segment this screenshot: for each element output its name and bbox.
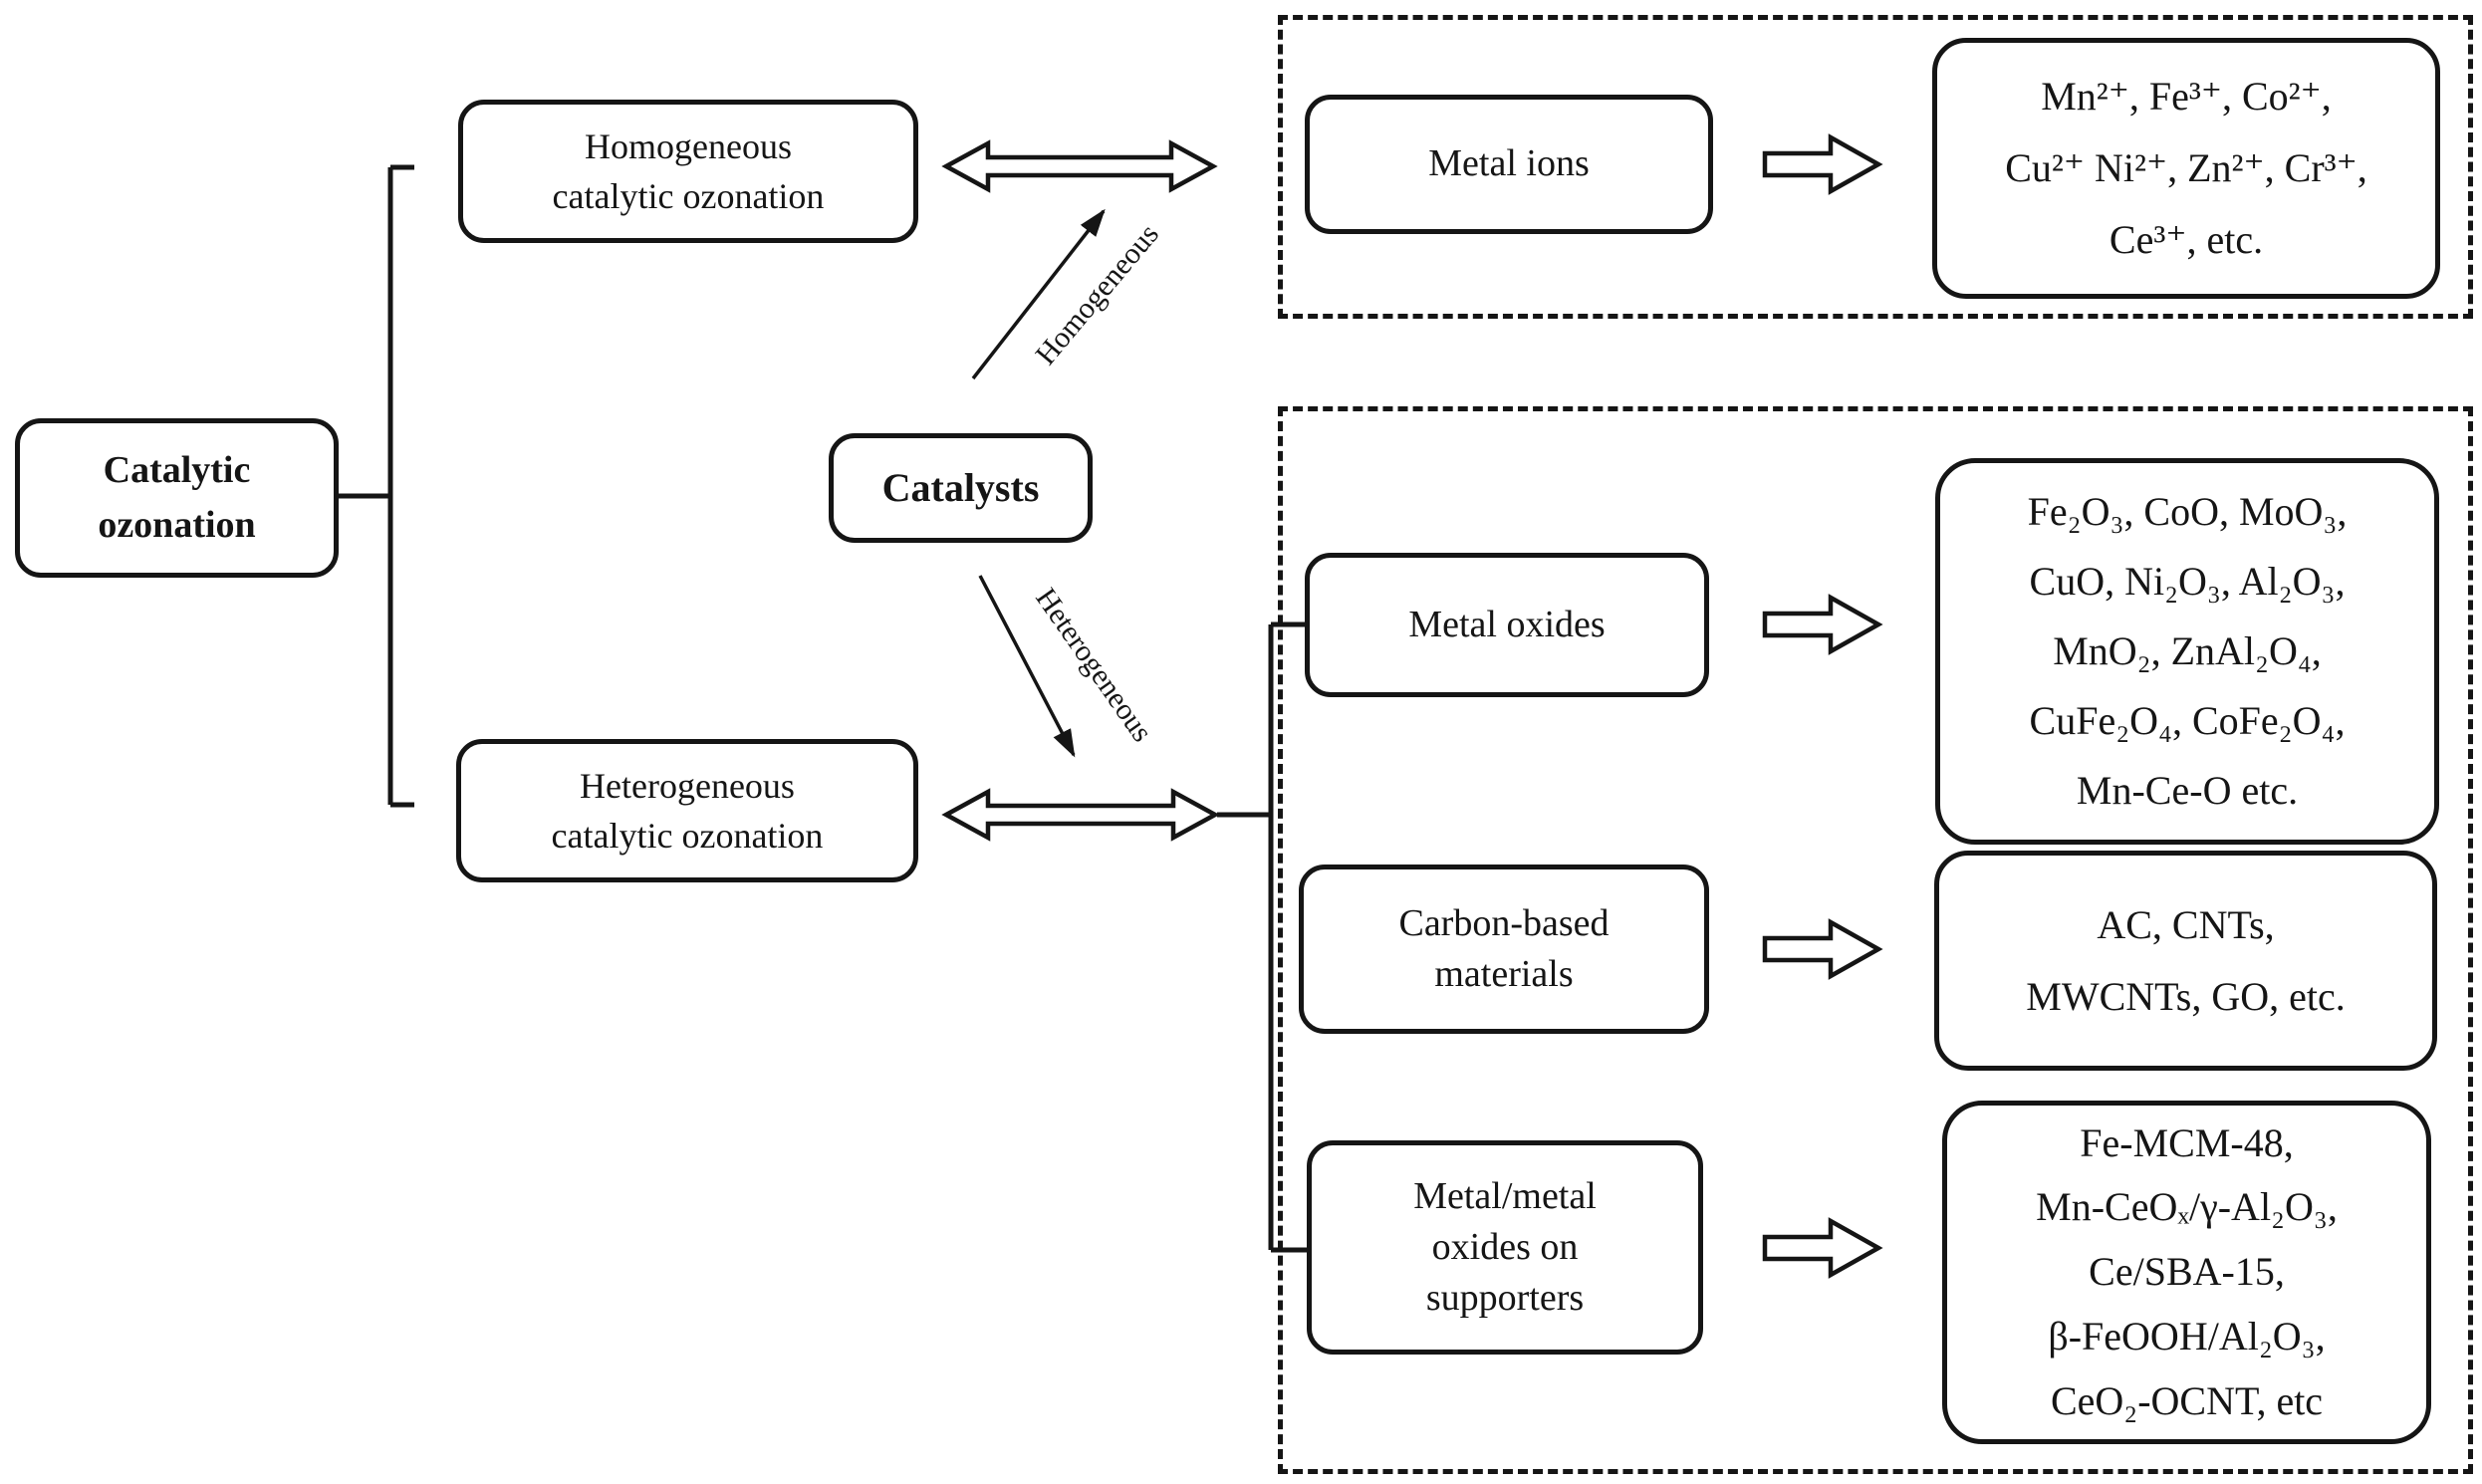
metal-oxides-examples-line2: CuO, Ni₂O₃, Al₂O₃, <box>2029 559 2346 604</box>
node-metal-oxides: Metal oxides <box>1305 553 1709 697</box>
block-arrow-metal-oxides <box>1762 594 1883 655</box>
group-homogeneous-catalysts <box>1278 15 2473 319</box>
supported-examples-line5: CeO₂-OCNT, etc <box>2050 1377 2324 1423</box>
supported-examples-line3: Ce/SBA-15, <box>2089 1249 2285 1295</box>
carbon-based-examples-line1: AC, CNTs, <box>2097 901 2275 947</box>
node-catalysts-label: Catalysts <box>881 465 1040 510</box>
node-homogeneous-branch: Homogeneous catalytic ozonation <box>458 100 918 243</box>
node-homogeneous-line2: catalytic ozonation <box>552 176 825 216</box>
block-arrow-supported <box>1762 1217 1883 1279</box>
node-supported-line1: Metal/metal <box>1413 1174 1597 1217</box>
node-carbon-based: Carbon-based materials <box>1299 865 1709 1034</box>
node-metal-oxides-label: Metal oxides <box>1408 603 1606 645</box>
supported-examples-line4: β-FeOOH/Al₂O₃, <box>2048 1313 2326 1359</box>
node-supported-line2: oxides on <box>1431 1225 1579 1268</box>
metal-oxides-examples-line5: Mn-Ce-O etc. <box>2076 768 2299 813</box>
arrow-homogeneous-diagonal <box>971 208 1106 380</box>
node-supported-catalysts: Metal/metal oxides on supporters <box>1307 1140 1703 1355</box>
examples-supported-catalysts: Fe-MCM-48, Mn-CeOₓ/γ-Al₂O₃, Ce/SBA-15, β… <box>1942 1101 2431 1444</box>
block-arrow-metal-ions <box>1762 133 1883 195</box>
metal-oxides-examples-line4: CuFe₂O₄, CoFe₂O₄, <box>2029 698 2346 743</box>
bracket-left <box>339 164 414 808</box>
metal-ions-examples-line3: Ce³⁺, etc. <box>2109 217 2264 262</box>
node-catalysts: Catalysts <box>829 433 1093 543</box>
node-supported-line3: supporters <box>1425 1277 1585 1320</box>
node-metal-ions-label: Metal ions <box>1428 142 1590 185</box>
block-arrow-carbon-based <box>1762 918 1883 980</box>
node-heterogeneous-branch: Heterogeneous catalytic ozonation <box>456 739 918 882</box>
metal-oxides-examples-line1: Fe₂O₃, CoO, MoO₃, <box>2027 489 2348 534</box>
node-metal-ions: Metal ions <box>1305 95 1713 234</box>
carbon-based-examples-line2: MWCNTs, GO, etc. <box>2026 973 2346 1019</box>
node-catalytic-ozonation: Catalytic ozonation <box>15 418 339 578</box>
node-heterogeneous-line1: Heterogeneous <box>580 765 795 806</box>
double-arrow-homogeneous <box>941 139 1218 193</box>
supported-examples-line1: Fe-MCM-48, <box>2080 1119 2294 1165</box>
node-carbon-based-line1: Carbon-based <box>1398 901 1610 944</box>
arrow-heterogeneous-diagonal <box>978 575 1076 758</box>
node-carbon-based-line2: materials <box>1434 953 1574 995</box>
metal-ions-examples-line1: Mn²⁺, Fe³⁺, Co²⁺, <box>2041 74 2332 119</box>
examples-metal-oxides: Fe₂O₃, CoO, MoO₃, CuO, Ni₂O₃, Al₂O₃, MnO… <box>1935 458 2439 845</box>
supported-examples-line2: Mn-CeOₓ/γ-Al₂O₃, <box>2036 1184 2338 1230</box>
group-heterogeneous-catalysts <box>1278 406 2473 1474</box>
double-arrow-heterogeneous <box>941 788 1220 842</box>
node-heterogeneous-line2: catalytic ozonation <box>551 816 824 856</box>
metal-oxides-examples-line3: MnO₂, ZnAl₂O₄, <box>2053 628 2322 673</box>
metal-ions-examples-line2: Cu²⁺ Ni²⁺, Zn²⁺, Cr³⁺, <box>2005 145 2367 190</box>
node-homogeneous-line1: Homogeneous <box>585 125 792 166</box>
examples-metal-ions: Mn²⁺, Fe³⁺, Co²⁺, Cu²⁺ Ni²⁺, Zn²⁺, Cr³⁺,… <box>1932 38 2440 299</box>
bracket-heterogeneous <box>1217 621 1307 1253</box>
node-catalytic-ozonation-line2: ozonation <box>98 504 256 546</box>
node-catalytic-ozonation-line1: Catalytic <box>103 448 251 491</box>
examples-carbon-based: AC, CNTs, MWCNTs, GO, etc. <box>1934 851 2437 1071</box>
